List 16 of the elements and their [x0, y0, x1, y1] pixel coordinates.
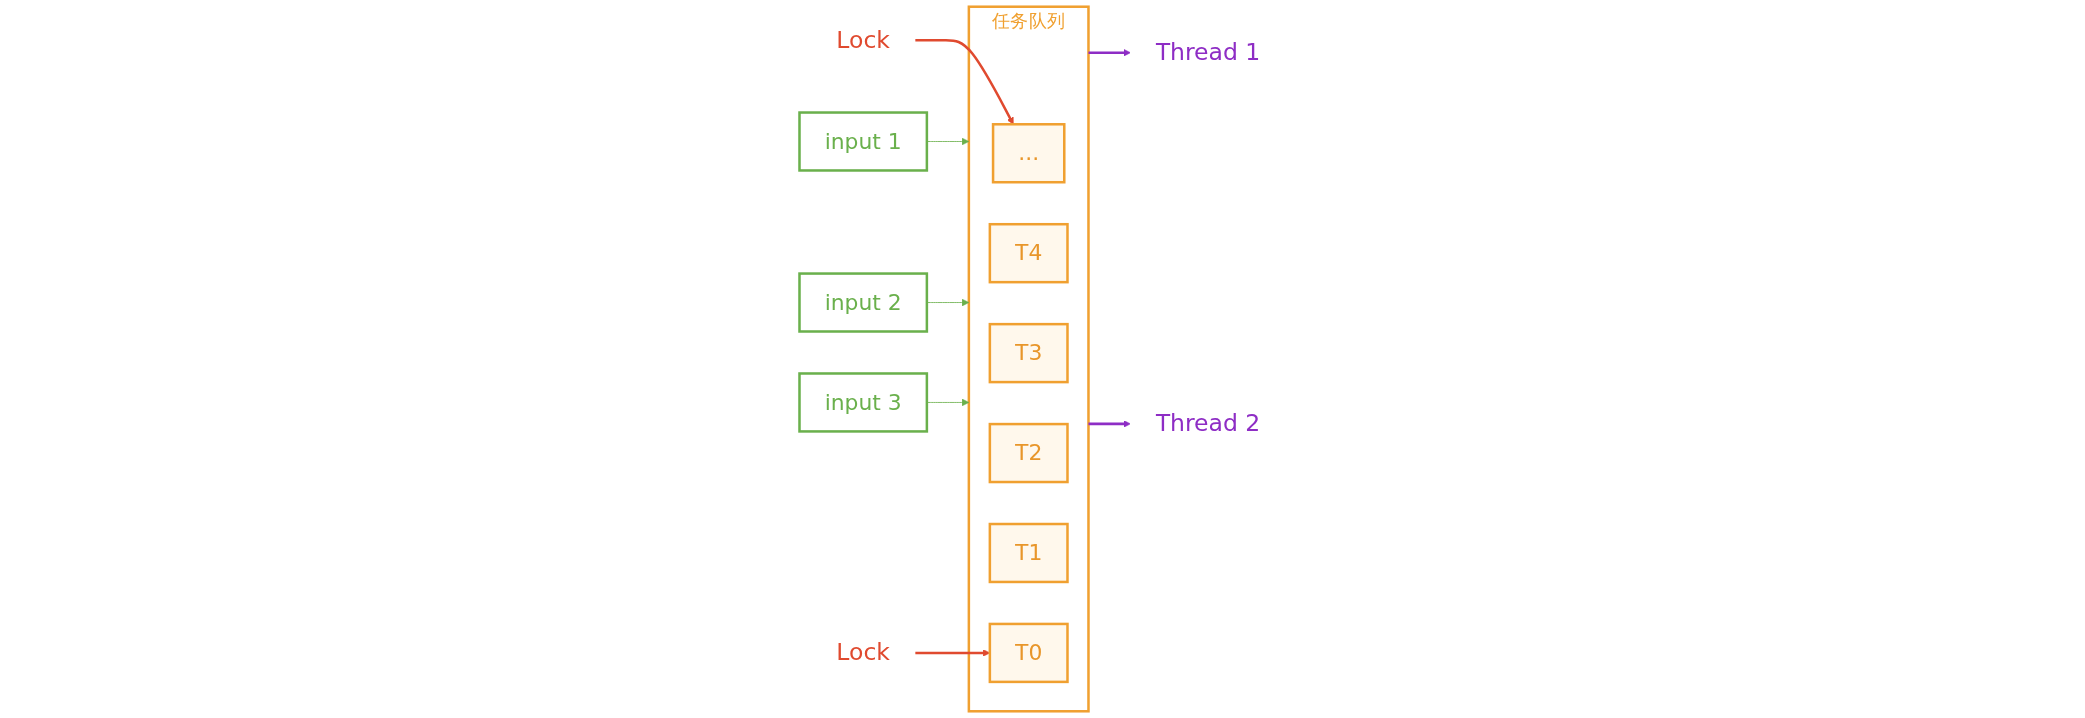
node-box: T3 [988, 322, 1069, 384]
node-box: input 1 [798, 111, 929, 172]
node-text: Lock [836, 26, 890, 54]
node-box: T0 [988, 622, 1069, 684]
node-box: T4 [988, 222, 1069, 284]
arrow [1088, 49, 1131, 57]
node-box: T2 [988, 422, 1069, 484]
node-box: T1 [988, 522, 1069, 584]
node-box: input 3 [798, 372, 929, 433]
node-box: ... [991, 123, 1066, 184]
node-text: Lock [836, 638, 890, 667]
node-text: Thread 2 [1155, 409, 1261, 438]
node-text: Thread 1 [1155, 38, 1261, 67]
arrow [915, 39, 1014, 125]
arrow [1088, 420, 1131, 428]
node-box: input 2 [798, 272, 929, 333]
